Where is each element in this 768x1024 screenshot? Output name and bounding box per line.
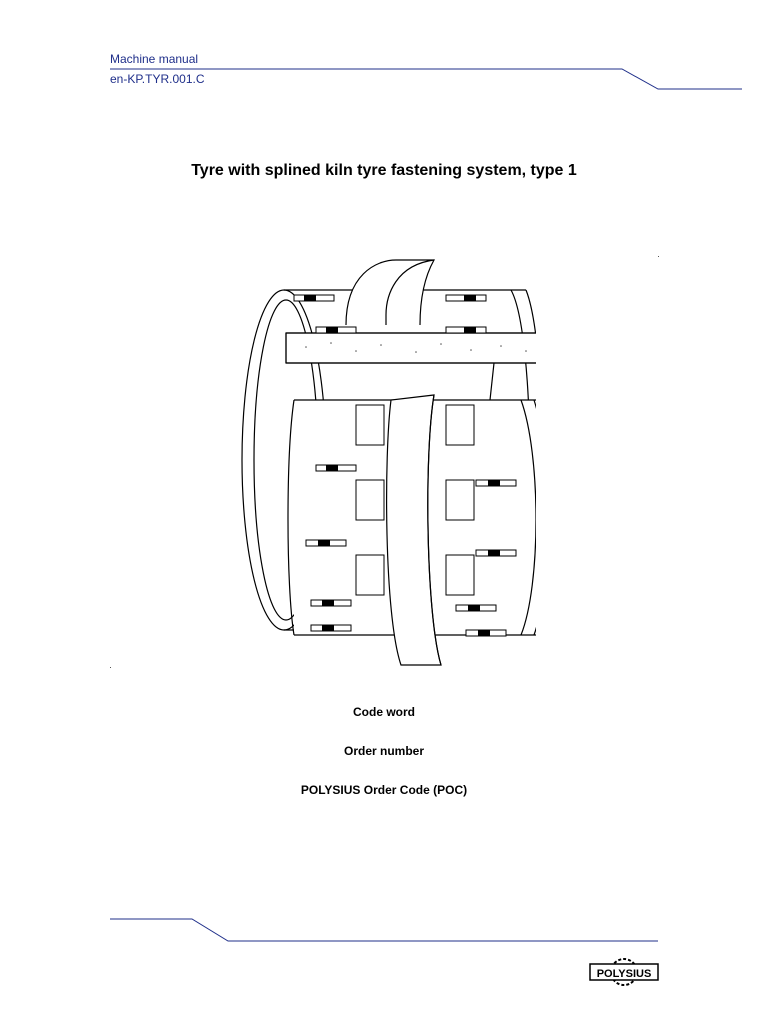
- document-code: en-KP.TYR.001.C: [110, 72, 205, 86]
- kiln-tyre-drawing: [241, 259, 536, 666]
- poc-label: POLYSIUS Order Code (POC): [300, 783, 468, 797]
- polysius-logo: POLYSIUS: [589, 958, 659, 986]
- drawing-mark: [658, 256, 659, 257]
- page-title: Tyre with splined kiln tyre fastening sy…: [191, 162, 577, 179]
- document-type: Machine manual: [110, 52, 199, 66]
- drawing-mark: [110, 667, 111, 668]
- code-word-label: Code word: [353, 705, 415, 719]
- order-number-label: Order number: [343, 744, 424, 758]
- svg-text:POLYSIUS: POLYSIUS: [597, 968, 652, 980]
